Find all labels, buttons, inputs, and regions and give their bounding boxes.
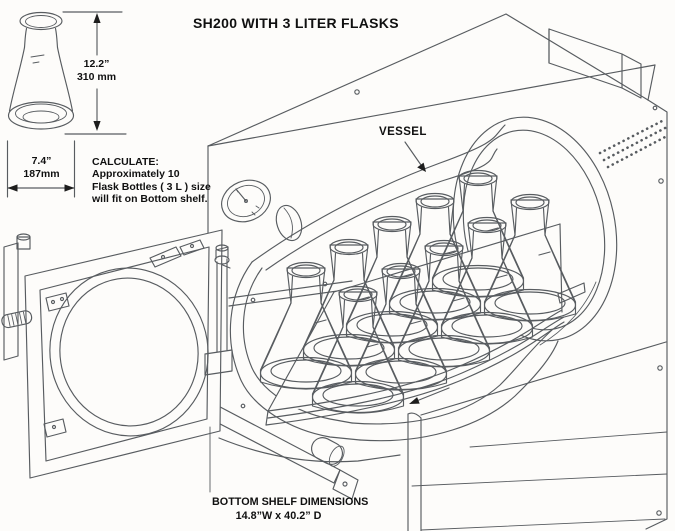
tray-end-cap bbox=[557, 223, 586, 313]
calculate-note-line3: Flask Bottles ( 3 L ) size bbox=[92, 180, 211, 193]
flask-diameter-mm: 187mm bbox=[23, 168, 60, 180]
calculate-note: CALCULATE: Approximately 10 Flask Bottle… bbox=[92, 156, 211, 206]
screw-hole bbox=[657, 365, 663, 371]
screw-hole bbox=[240, 403, 246, 409]
erlenmeyer-flask bbox=[354, 262, 448, 391]
door-sill-and-arm bbox=[196, 398, 401, 500]
pillar-foot bbox=[204, 349, 233, 376]
shelf-flasks bbox=[259, 169, 577, 414]
calculate-note-line2: Approximately 10 bbox=[92, 168, 180, 181]
width-dimension bbox=[6, 140, 76, 198]
gauge-panel bbox=[207, 145, 303, 269]
vessel-callout-arrow bbox=[404, 141, 426, 172]
latch-pillar bbox=[204, 244, 233, 376]
roof-back-edges bbox=[207, 13, 649, 147]
tray-left-edge bbox=[267, 291, 335, 412]
screw-hole bbox=[658, 178, 664, 184]
tray-back-edge bbox=[333, 223, 561, 293]
roller-knob bbox=[311, 437, 345, 467]
page-title: SH200 WITH 3 LITER FLASKS bbox=[193, 15, 399, 31]
shaker-cabinet bbox=[207, 13, 669, 531]
door-window-inner bbox=[59, 277, 199, 427]
vessel-bottom-rim-outer bbox=[359, 340, 559, 442]
dimension-flask bbox=[7, 11, 75, 130]
screw-hole bbox=[250, 297, 256, 303]
right-side-edge bbox=[645, 99, 668, 530]
vessel-top-inner-sweep bbox=[265, 148, 498, 271]
screw-hole bbox=[354, 89, 360, 95]
bottom-shelf-title: BOTTOM SHELF DIMENSIONS bbox=[212, 496, 369, 508]
flask-height-inches: 12.2” bbox=[83, 58, 110, 70]
calculate-note-line4: will fit on Bottom shelf. bbox=[92, 193, 208, 206]
latch-bracket bbox=[149, 239, 205, 268]
flask-diameter-inches: 7.4” bbox=[31, 155, 52, 167]
hinge-post bbox=[3, 242, 19, 361]
vessel-label: VESSEL bbox=[379, 126, 427, 138]
vessel-left-rim-outer bbox=[229, 261, 361, 441]
door-top-pin bbox=[16, 233, 31, 250]
flask-mouth bbox=[19, 11, 63, 31]
arm-end-block bbox=[332, 469, 359, 500]
roof-right-tip bbox=[647, 64, 656, 101]
erlenmeyer-flask bbox=[259, 261, 353, 390]
flask-height-mm: 310 mm bbox=[76, 71, 117, 83]
erlenmeyer-flask bbox=[431, 169, 525, 298]
vessel-mouth-inner-ring bbox=[462, 129, 606, 331]
vent-holes bbox=[598, 118, 669, 169]
roof-front-edge bbox=[207, 64, 656, 147]
vessel-bottom-rim-inner bbox=[351, 329, 553, 425]
latch-cutout bbox=[275, 204, 303, 242]
door-inner-frame bbox=[39, 246, 210, 462]
gauge-dial bbox=[221, 179, 271, 223]
door-outer-frame bbox=[24, 229, 223, 479]
vessel-top-outer-sweep bbox=[251, 124, 506, 263]
open-door bbox=[1, 229, 223, 479]
screw-hole bbox=[656, 510, 662, 516]
screw-hole bbox=[652, 105, 658, 111]
lower-stand bbox=[407, 341, 668, 531]
erlenmeyer-flask bbox=[483, 193, 577, 322]
calculate-note-line1: CALCULATE: bbox=[92, 156, 159, 168]
tray-front-rail bbox=[265, 309, 565, 426]
shelf-direction-arrow bbox=[409, 387, 450, 404]
vessel-floor-curve bbox=[539, 281, 597, 346]
sill-curve bbox=[218, 437, 401, 463]
bottom-shelf-dimensions: 14.8”W x 40.2” D bbox=[235, 510, 322, 522]
screw-hole bbox=[342, 481, 348, 487]
motor-housing-box bbox=[548, 28, 642, 99]
door-window-outer bbox=[49, 267, 209, 437]
height-dimension bbox=[62, 11, 127, 135]
erlenmeyer-flask bbox=[311, 285, 405, 414]
hinge-bracket-top bbox=[45, 292, 70, 312]
hinge-bracket-bottom bbox=[43, 418, 67, 438]
door-handle bbox=[1, 310, 33, 329]
